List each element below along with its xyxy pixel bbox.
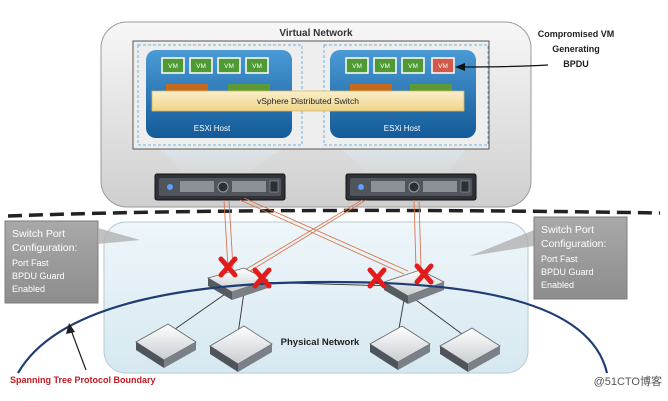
switch-bottom-2: [209, 325, 273, 372]
esxi-host-right-label: ESXi Host: [384, 124, 421, 133]
stp-pointer-arrowhead: [66, 323, 75, 334]
vm-box: [217, 57, 241, 74]
vm-box: [345, 57, 369, 74]
switch-bottom-3: [369, 325, 431, 370]
callout-arrowhead: [455, 63, 465, 71]
uplink-bar-right-green: [410, 84, 452, 92]
vm-label: VM: [252, 63, 262, 70]
vm-box: [161, 57, 185, 74]
config-item: BPDU Guard: [541, 267, 594, 277]
vm-label: VM: [408, 63, 418, 70]
config-heading: Configuration:: [541, 238, 606, 250]
blocked-port-x-3: [367, 267, 387, 289]
vm-label: VM: [224, 63, 234, 70]
distributed-switch-bar: [151, 90, 465, 112]
physical-network-region: [103, 221, 529, 374]
switch-port-config-right: Switch Port Configuration: Port Fast BPD…: [470, 216, 628, 300]
uplink-bar-left-green: [228, 84, 270, 92]
config-heading: Configuration:: [12, 242, 77, 254]
blocked-port-x-2: [252, 267, 272, 289]
vm-box: [189, 57, 213, 74]
config-item: Port Fast: [541, 254, 578, 264]
config-heading: Switch Port: [541, 224, 594, 236]
blocked-port-x-4: [414, 263, 434, 285]
compromised-vm-box: [431, 57, 455, 74]
server-left: [154, 173, 286, 201]
vm-label: VM: [168, 63, 178, 70]
vm-box: [373, 57, 397, 74]
uplink-bar-right-orange: [350, 84, 392, 92]
config-item: Port Fast: [12, 258, 49, 268]
uplink-bar-left-orange: [166, 84, 208, 92]
vm-box: [401, 57, 425, 74]
virtual-network-title: Virtual Network: [279, 28, 353, 39]
config-item: Enabled: [12, 284, 45, 294]
switch-bottom-1: [135, 323, 197, 368]
config-heading: Switch Port: [12, 228, 65, 240]
stp-pointer-line: [70, 329, 87, 371]
compromised-vm-label: VM: [438, 63, 448, 70]
vm-label: VM: [196, 63, 206, 70]
config-item: BPDU Guard: [12, 271, 65, 281]
callout-arrow-line: [462, 64, 549, 68]
vm-label: VM: [352, 63, 362, 70]
virtual-physical-divider: [7, 208, 661, 218]
redundant-links: [223, 197, 422, 277]
switch-bottom-4: [439, 327, 501, 372]
vm-box: [245, 57, 269, 74]
vm-group-left: VM VM VM VM: [161, 57, 269, 74]
switch-port-config-left: Switch Port Configuration: Port Fast BPD…: [4, 220, 140, 304]
power-led-icon: [167, 184, 173, 190]
physical-network-title: Physical Network: [281, 337, 360, 348]
stp-boundary-label: Spanning Tree Protocol Boundary: [10, 375, 156, 385]
watermark: @51CTO博客: [594, 374, 662, 388]
callout-line-1: Compromised VM: [538, 29, 615, 39]
esxi-host-left-label: ESXi Host: [194, 124, 231, 133]
server-right: [345, 173, 477, 201]
config-item: Enabled: [541, 280, 574, 290]
esxi-host-left-boundary: [137, 44, 303, 146]
blocked-port-x-1: [218, 256, 238, 278]
stp-boundary-curve: [17, 280, 609, 374]
distributed-switch-label: vSphere Distributed Switch: [257, 96, 359, 106]
vm-group-right: VM VM VM VM: [345, 57, 455, 74]
callout-line-3: BPDU: [563, 59, 589, 69]
vm-label: VM: [380, 63, 390, 70]
power-led-icon: [358, 184, 364, 190]
compromised-vm-callout: Compromised VM Generating BPDU: [538, 29, 615, 69]
callout-line-2: Generating: [552, 44, 600, 54]
